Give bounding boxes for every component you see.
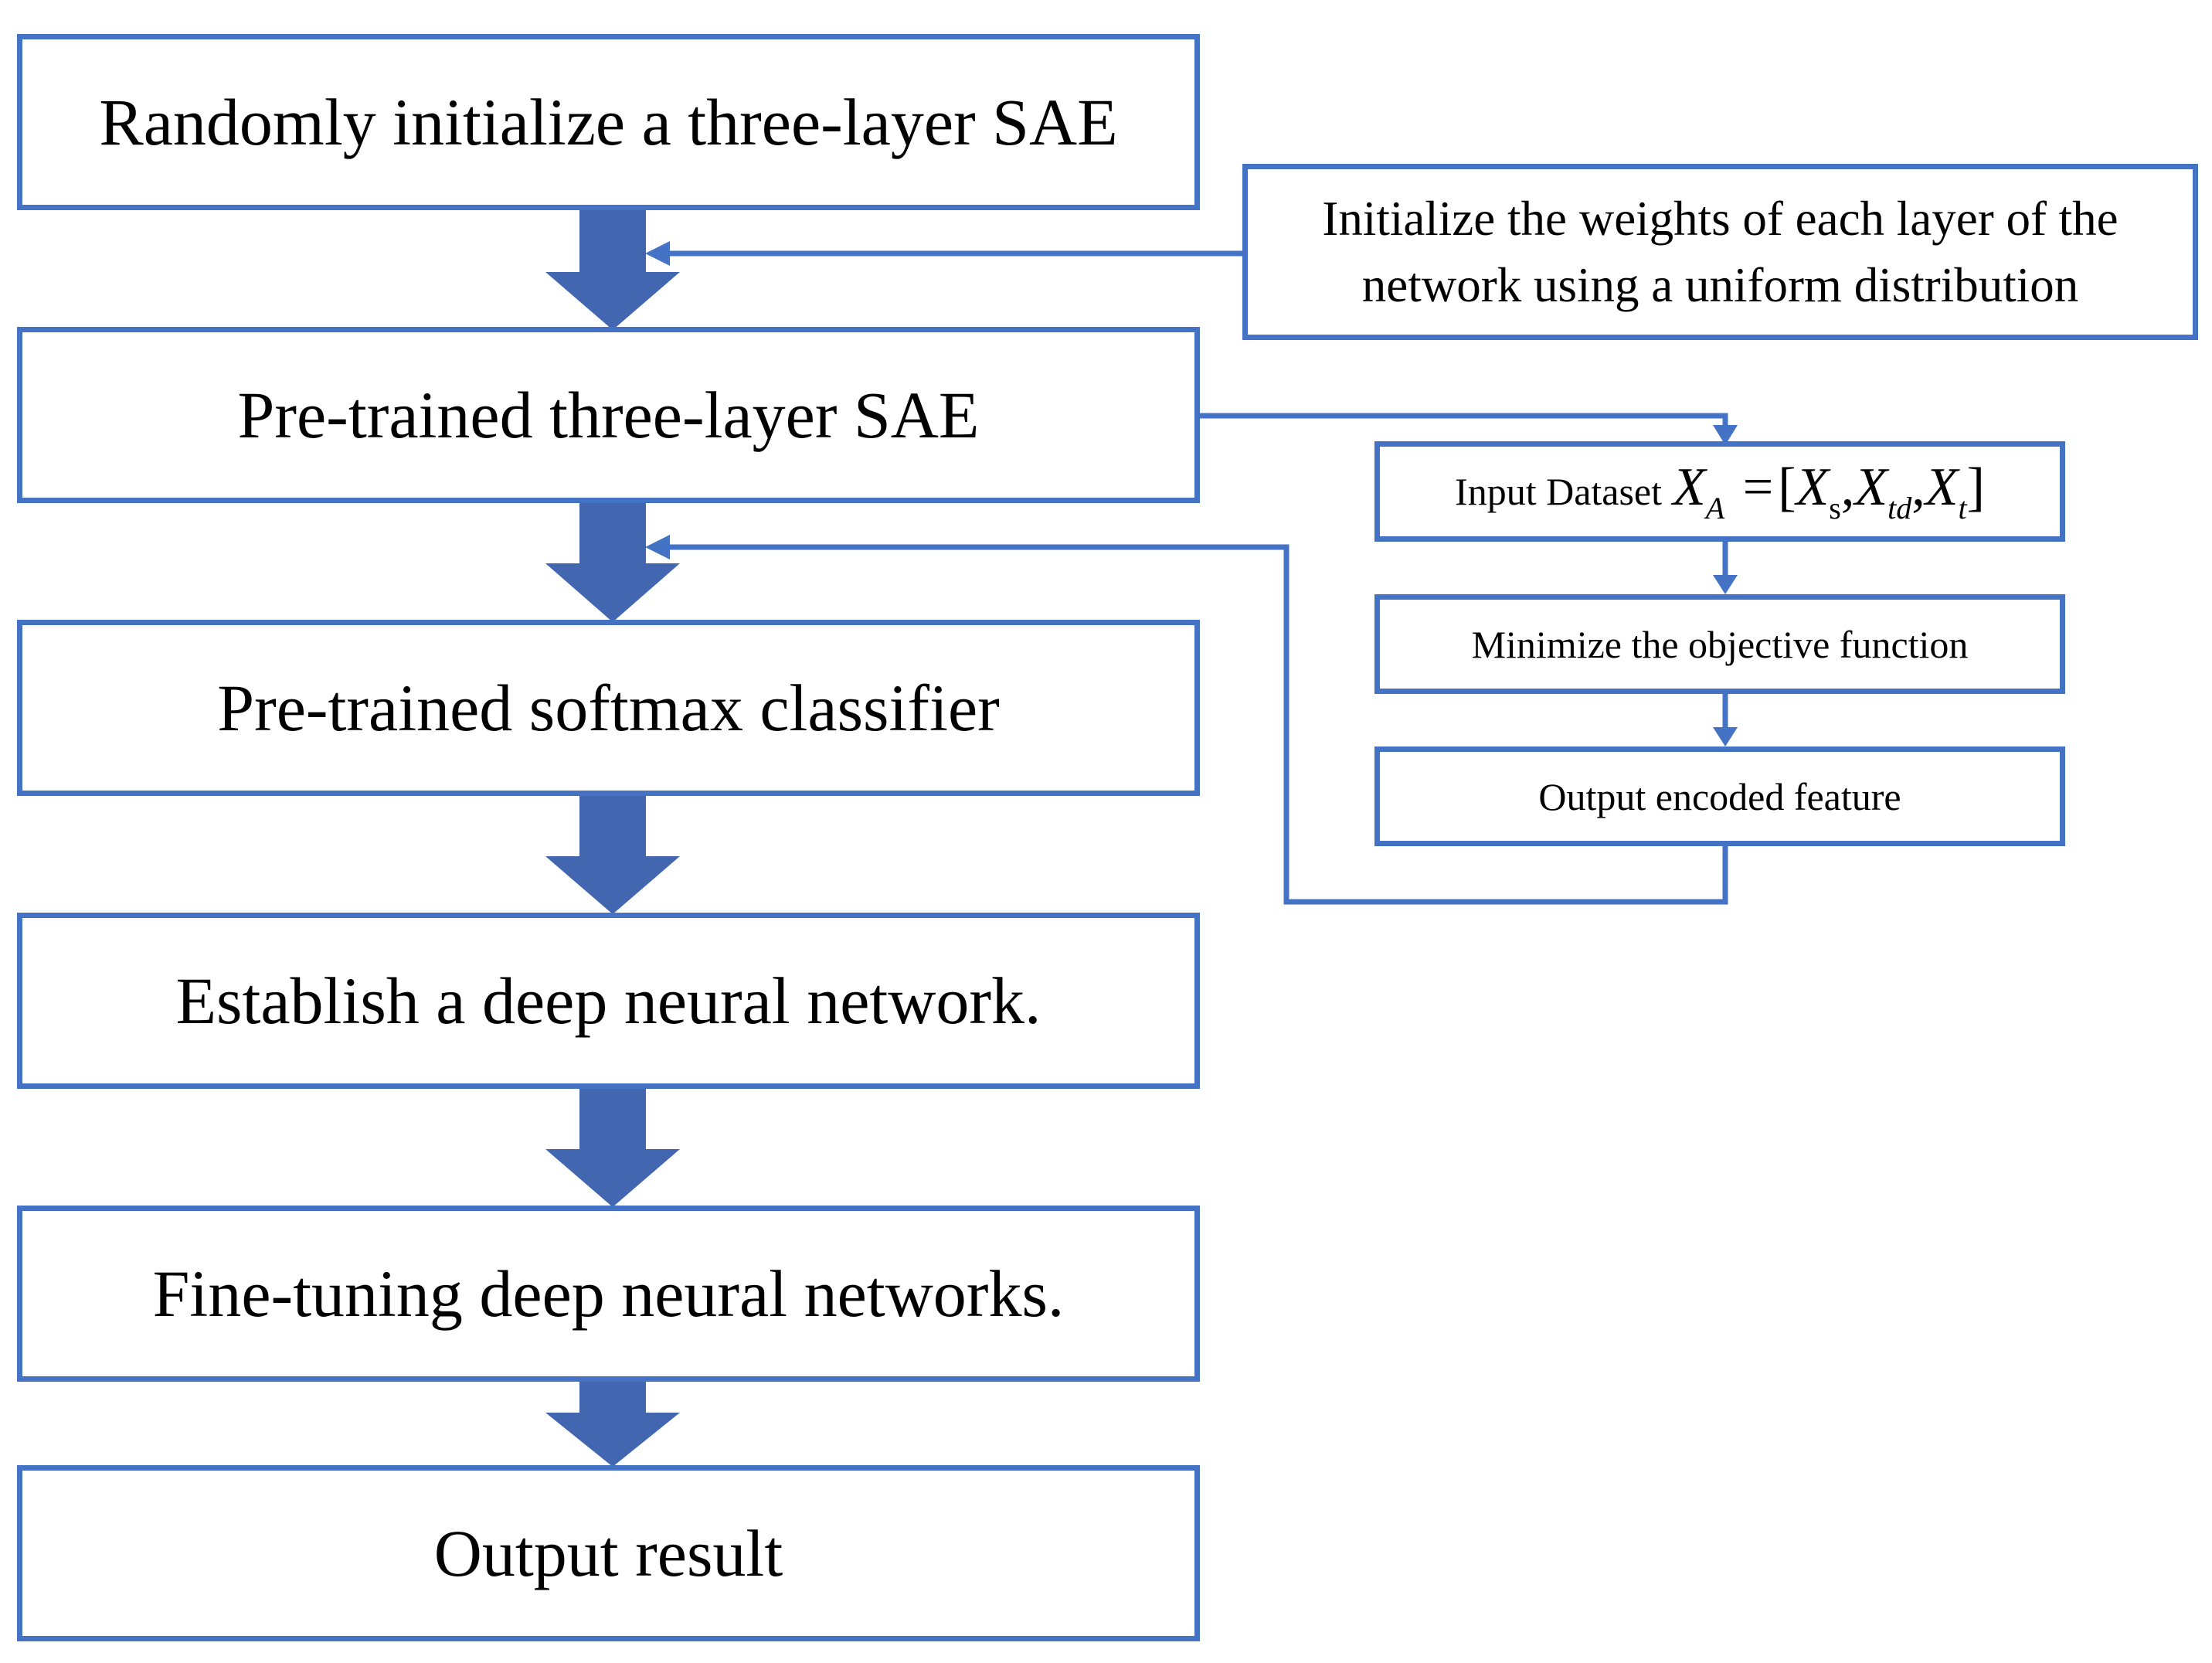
down-arrow-1 (545, 210, 680, 330)
main-flow-arrows (545, 210, 680, 1467)
step-box-pretrained-softmax: Pre-trained softmax classifier (17, 620, 1200, 796)
down-arrow-3 (545, 796, 680, 914)
down-arrow-2 (545, 503, 680, 622)
input-dataset-label: Input Dataset (1455, 470, 1663, 513)
down-arrow-5 (545, 1382, 680, 1467)
step-label: Output result (433, 1516, 783, 1590)
arrowheads (645, 241, 1738, 746)
step-label: Establish a deep neural network. (175, 964, 1041, 1038)
output-encoded-feature-box: Output encoded feature (1374, 746, 2065, 846)
step-label: Pre-trained three-layer SAE (237, 378, 980, 452)
init-note-line-2: network using a uniform distribution (1361, 258, 2079, 312)
pretrain-entry-connector (1200, 413, 1728, 430)
arrowhead-down-3 (1713, 727, 1738, 746)
arrowhead-down-1 (1713, 425, 1738, 445)
feedback-connector (664, 544, 1728, 905)
init-note-line-1: Initialize the weights of each layer of … (1322, 192, 2119, 246)
step-label: Fine-tuning deep neural networks. (152, 1257, 1065, 1331)
step-label: Randomly initialize a three-layer SAE (99, 85, 1118, 159)
minimize-objective-label: Minimize the objective function (1471, 622, 1969, 666)
arrowhead-left-2 (645, 535, 670, 559)
output-encoded-feature-label: Output encoded feature (1538, 774, 1901, 818)
input-dataset-box: Input Dataset XA =[Xs,Xtd,Xt] (1374, 441, 2065, 542)
minimize-objective-box: Minimize the objective function (1374, 594, 2065, 694)
dataset-equation: XA =[Xs,Xtd,Xt] (1673, 457, 1985, 525)
step-box-establish-network: Establish a deep neural network. (17, 913, 1200, 1089)
step-label: Pre-trained softmax classifier (217, 671, 1000, 745)
init-weights-note: Initialize the weights of each layer of … (1242, 164, 2198, 340)
arrowhead-down-2 (1713, 575, 1738, 594)
down-arrow-4 (545, 1089, 680, 1207)
step-box-output-result: Output result (17, 1465, 1200, 1641)
step-box-fine-tuning: Fine-tuning deep neural networks. (17, 1206, 1200, 1382)
step-box-randomly-initialize: Randomly initialize a three-layer SAE (17, 34, 1200, 210)
arrowhead-left-1 (645, 241, 670, 266)
step-box-pretrained-sae: Pre-trained three-layer SAE (17, 327, 1200, 503)
